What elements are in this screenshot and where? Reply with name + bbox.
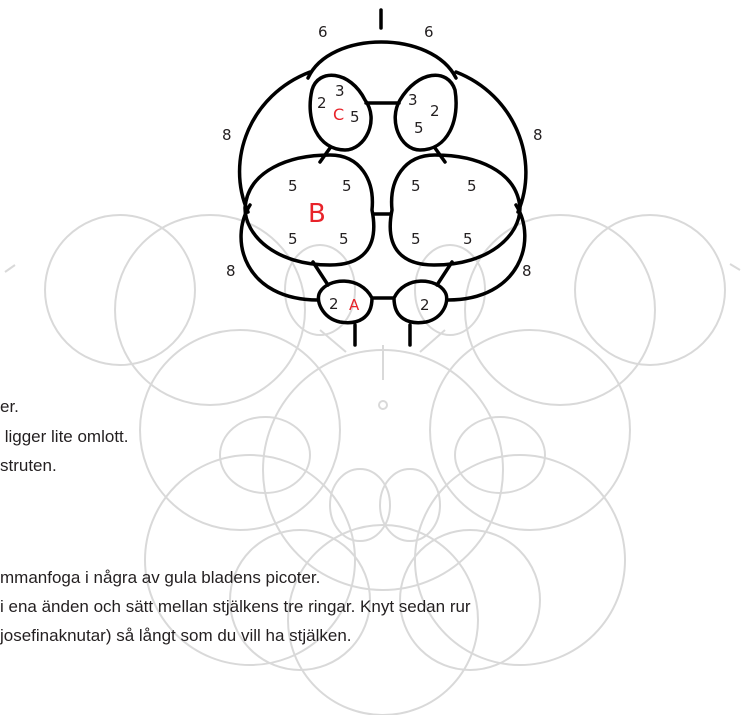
instruction-line-6: josefinaknutar) så långt som du vill ha … — [0, 626, 352, 645]
bg-ring — [379, 468, 441, 542]
bg-spoke — [729, 263, 741, 271]
count-b-right-br: 5 — [463, 230, 473, 248]
bg-ring — [464, 214, 656, 406]
bg-ring — [574, 214, 726, 366]
ring-b-right — [388, 153, 522, 267]
count-c-right-c: 5 — [414, 119, 424, 137]
ring-a-right — [392, 279, 449, 325]
count-c-right-b: 2 — [430, 102, 440, 120]
instruction-line-3: struten. — [0, 456, 57, 475]
ring-label-c: C — [333, 105, 344, 124]
bg-ring — [329, 468, 391, 542]
count-top-right: 6 — [424, 23, 434, 41]
bg-ring — [44, 214, 196, 366]
count-upper-left: 8 — [222, 126, 232, 144]
bg-ring — [219, 416, 311, 494]
ring-label-a: A — [349, 296, 360, 314]
count-b-right-tl: 5 — [411, 177, 421, 195]
upper-left-chain — [237, 70, 312, 214]
count-a-right: 2 — [420, 296, 430, 314]
count-c-left-b: 3 — [335, 82, 345, 100]
bg-ring — [399, 529, 541, 671]
count-c-left-c: 5 — [350, 108, 360, 126]
instruction-line-5: i ena änden och sätt mellan stjälkens tr… — [0, 597, 471, 616]
count-b-right-bl: 5 — [411, 230, 421, 248]
top-chain — [306, 40, 458, 80]
instruction-line-1: er. — [0, 397, 19, 416]
bg-ring — [414, 244, 486, 336]
lower-left-chain — [239, 203, 320, 302]
count-a-left: 2 — [329, 295, 339, 313]
count-b-left-tl: 5 — [288, 177, 298, 195]
b-a-link-left — [311, 260, 330, 287]
bg-ring — [139, 329, 341, 531]
instruction-line-2: ligger lite omlott. — [0, 427, 129, 446]
bg-ring — [414, 454, 626, 666]
bg-ring — [429, 329, 631, 531]
lower-right-chain — [446, 203, 527, 302]
b-a-link-right — [435, 260, 454, 287]
count-upper-right: 8 — [533, 126, 543, 144]
count-lower-left: 8 — [226, 262, 236, 280]
bg-ring — [144, 454, 356, 666]
count-b-left-bl: 5 — [288, 230, 298, 248]
ring-label-b: B — [308, 199, 326, 229]
bg-spoke — [319, 329, 347, 353]
count-c-left-a: 2 — [317, 94, 327, 112]
count-c-right-a: 3 — [408, 91, 418, 109]
bg-ring — [454, 416, 546, 494]
bg-spoke — [4, 264, 16, 273]
center-dot — [378, 400, 388, 410]
ring-b-left — [243, 153, 376, 267]
count-b-right-tr: 5 — [467, 177, 477, 195]
bg-ring — [284, 244, 356, 336]
count-b-left-tr: 5 — [342, 177, 352, 195]
ring-c-right — [393, 73, 458, 152]
bg-ring — [229, 529, 371, 671]
ring-a-left — [316, 279, 374, 325]
count-b-left-br: 5 — [339, 230, 349, 248]
bg-ring — [287, 524, 479, 715]
count-lower-right: 8 — [522, 262, 532, 280]
ring-c-left — [308, 73, 373, 152]
bg-spoke — [419, 329, 446, 353]
instruction-line-4: mmanfoga i några av gula bladens picoter… — [0, 568, 321, 587]
upper-right-chain — [454, 70, 528, 214]
bg-ring — [114, 214, 306, 406]
count-top-left: 6 — [318, 23, 328, 41]
